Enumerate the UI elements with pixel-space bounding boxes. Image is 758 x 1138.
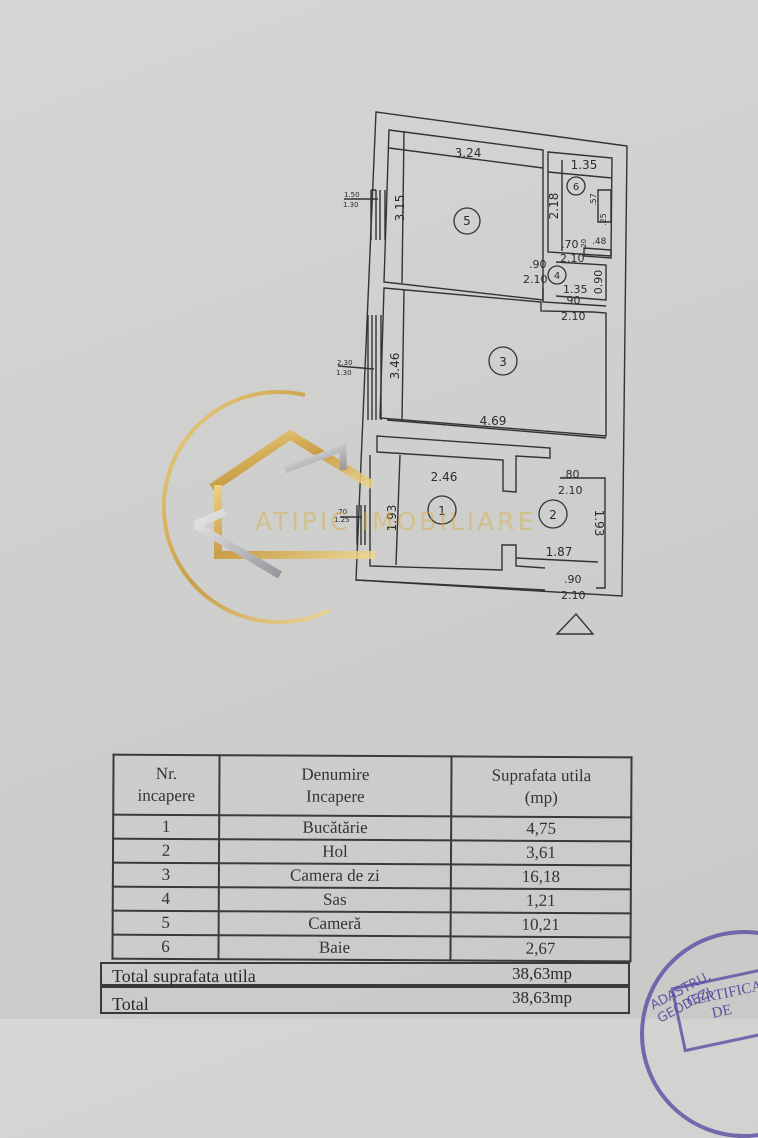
watermark-brand-text: ATIPIC IMOBILIARE — [255, 507, 537, 536]
dim-room3-height: 3.46 — [388, 353, 402, 380]
dim-door4-bottom: 2.10 — [523, 273, 548, 286]
cell-nr: 3 — [112, 862, 219, 888]
room-6-number: 6 — [573, 182, 579, 193]
cell-nr: 6 — [112, 934, 219, 960]
window-room5 — [370, 189, 386, 240]
room-2-number: 2 — [549, 508, 557, 522]
room-1-number: 1 — [438, 504, 446, 518]
header-area: Suprafata utila(mp) — [451, 756, 632, 818]
dim-entrance-bottom: 2.10 — [561, 589, 586, 602]
cell-nr: 4 — [112, 886, 219, 912]
cell-name: Camera de zi — [218, 863, 451, 889]
dim-door3-top: .90 — [563, 294, 581, 307]
dim-window1-bottom: 1.25 — [334, 516, 350, 524]
dim-room1-height: 1.93 — [385, 505, 399, 532]
watermark-logo-icon — [161, 389, 375, 624]
dim-door6-bottom: 2.10 — [560, 252, 585, 265]
window-room3 — [367, 315, 382, 420]
window-room1 — [356, 505, 366, 545]
cell-name: Hol — [218, 839, 452, 865]
dim-window5-bottom: 1.30 — [343, 201, 359, 209]
cell-area: 10,21 — [450, 912, 631, 938]
cell-nr: 2 — [112, 838, 220, 864]
cell-name: Sas — [218, 887, 451, 913]
room-5-number: 5 — [463, 214, 471, 228]
dim-fixture-b: .25 — [599, 213, 608, 226]
dim-fixture-d: .20 — [580, 239, 588, 250]
cell-nr: 1 — [113, 814, 220, 840]
total-row: Total 38,63mp — [100, 986, 630, 1014]
dim-room5-height: 3.15 — [393, 195, 407, 222]
cell-name: Bucătărie — [219, 815, 452, 841]
cell-area: 1,21 — [450, 888, 631, 914]
dim-door4-top: .90 — [529, 258, 547, 271]
dim-room4-height: 0.90 — [592, 270, 605, 295]
dim-room1-width: 2.46 — [431, 470, 458, 484]
total-value: 38,63mp — [512, 988, 572, 1007]
cell-nr: 5 — [112, 910, 219, 936]
dim-room4-width: 1.35 — [563, 283, 588, 296]
dim-door6-top: .70 — [561, 238, 579, 251]
dim-room5-width: 3.24 — [455, 146, 482, 160]
dim-fixture-c: .48 — [592, 237, 607, 247]
room-4-number: 4 — [554, 271, 560, 282]
outer-wall — [355, 111, 628, 597]
dim-room2-width: 1.87 — [546, 545, 573, 559]
cell-area: 3,61 — [450, 840, 632, 866]
dim-window3-top: 2.30 — [337, 359, 353, 367]
room-3-number: 3 — [499, 355, 507, 369]
floor-plan: 5 6 4 3 1 2 3.24 3.15 1.35 2.18 .57 .25 … — [161, 111, 628, 635]
header-nr: Nr.incapere — [113, 754, 220, 816]
total-label: Total — [112, 994, 149, 1014]
north-arrow-icon — [555, 612, 595, 635]
dim-room2-height: 1.93 — [592, 510, 606, 537]
cell-name: Cameră — [218, 911, 451, 937]
dim-room3-width: 4.69 — [480, 414, 507, 428]
dim-window1-top: .70 — [336, 508, 347, 516]
cell-name: Baie — [218, 935, 451, 961]
dim-room6-width: 1.35 — [571, 158, 598, 172]
cell-area: 4,75 — [451, 816, 632, 842]
dim-door2-top: .80 — [562, 468, 580, 481]
total-useful-label: Total suprafata utila — [112, 966, 256, 986]
cell-area: 16,18 — [450, 864, 631, 890]
dim-window3-bottom: 1.30 — [336, 369, 352, 377]
total-useful-row: Total suprafata utila 38,63mp — [100, 962, 630, 986]
cell-area: 2,67 — [450, 936, 631, 962]
dim-window5-top: 1.50 — [344, 191, 360, 199]
dim-entrance-top: .90 — [564, 573, 582, 586]
dim-door3-bottom: 2.10 — [561, 310, 586, 323]
dim-room6-height: 2.18 — [547, 193, 561, 220]
dim-door2-bottom: 2.10 — [558, 484, 583, 497]
total-useful-value: 38,63mp — [512, 964, 572, 983]
dim-fixture-a: .57 — [589, 193, 598, 206]
